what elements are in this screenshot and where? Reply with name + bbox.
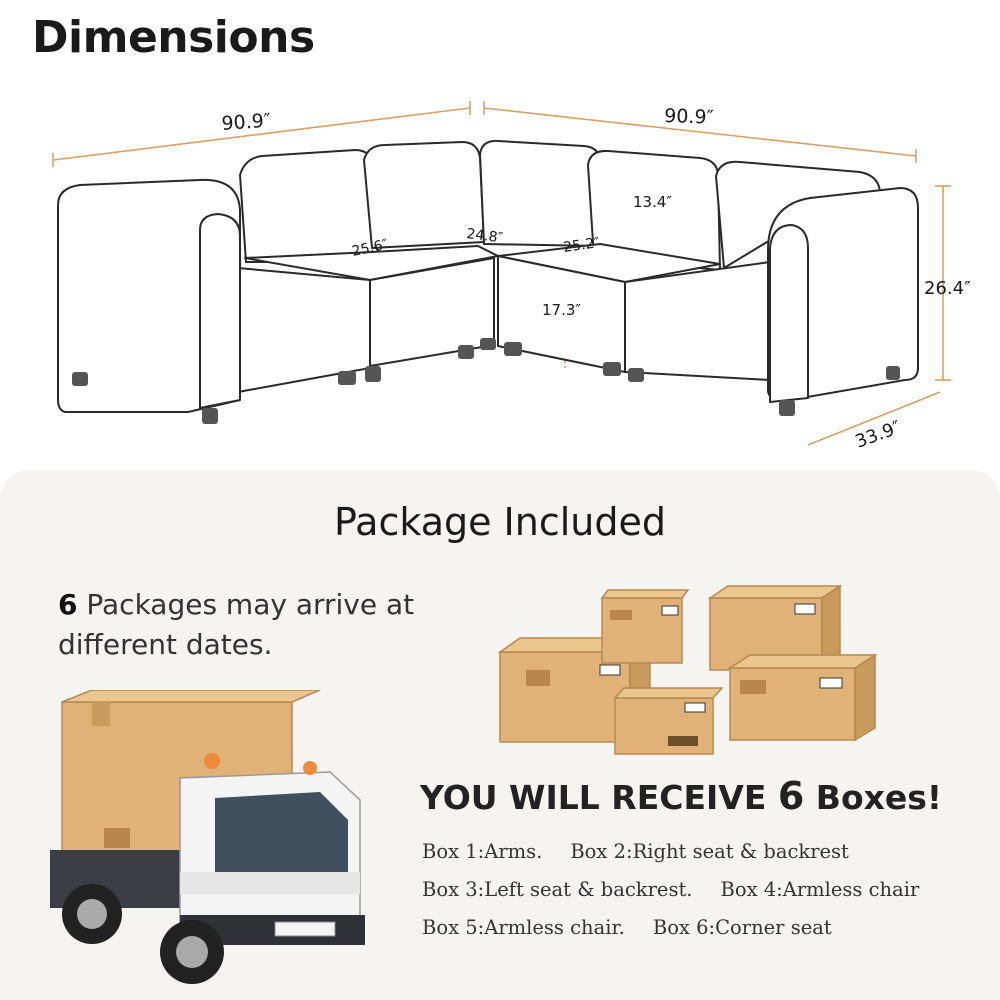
boxes-illustration <box>497 584 878 755</box>
box-list-row: Box 1:Arms. Box 2:Right seat & backrest <box>422 833 992 871</box>
truck <box>50 690 365 984</box>
sofa-legs <box>72 338 900 424</box>
box-item: Box 3:Left seat & backrest. <box>422 878 693 901</box>
dim-seat-depth-right: 25.2″ <box>562 235 600 256</box>
page-title: Dimensions <box>32 12 315 63</box>
box-list-row: Box 5:Armless chair. Box 6:Corner seat <box>422 909 992 947</box>
sofa-outline <box>57 139 919 413</box>
package-title: Package Included <box>333 500 667 544</box>
package-note-text: Packages may arrive at different dates. <box>58 588 415 661</box>
box-stack <box>497 584 878 755</box>
box-list-row: Box 3:Left seat & backrest. Box 4:Armless… <box>422 871 992 909</box>
receive-headline: YOU WILL RECEIVE 6 Boxes! <box>420 770 980 824</box>
dim-depth: 33.9″ <box>853 417 904 453</box>
dim-total-height: 26.4″ <box>924 278 971 299</box>
dim-seat-depth-corner: 24.8″ <box>466 226 504 246</box>
receive-suffix: Boxes! <box>804 778 942 817</box>
dim-seat-depth-left: 25.6″ <box>351 237 390 260</box>
box-list: Box 1:Arms. Box 2:Right seat & backrest B… <box>422 833 992 947</box>
box-item: Box 5:Armless chair. <box>422 916 625 939</box>
receive-prefix: YOU WILL RECEIVE <box>420 778 778 817</box>
package-note: 6 Packages may arrive at different dates… <box>58 585 478 665</box>
dim-back-height: 13.4″ <box>633 193 672 211</box>
dim-left-width: 90.9″ <box>221 110 272 135</box>
box-item: Box 2:Right seat & backrest <box>570 840 849 863</box>
dim-right-width: 90.9″ <box>664 105 714 129</box>
box-item: Box 4:Armless chair <box>720 878 920 901</box>
box-item: Box 1:Arms. <box>422 840 543 863</box>
receive-count: 6 <box>777 774 805 818</box>
delivery-truck-illustration <box>50 690 365 984</box>
dim-seat-height: 17.3″ <box>542 301 581 319</box>
box-item: Box 6:Corner seat <box>652 916 832 939</box>
sofa-dimension-illustration: 90.9″ 90.9″ 13.4″ 25.6″ 24.8″ 25.2″ 17.3… <box>52 101 971 453</box>
package-note-count: 6 <box>58 588 78 621</box>
